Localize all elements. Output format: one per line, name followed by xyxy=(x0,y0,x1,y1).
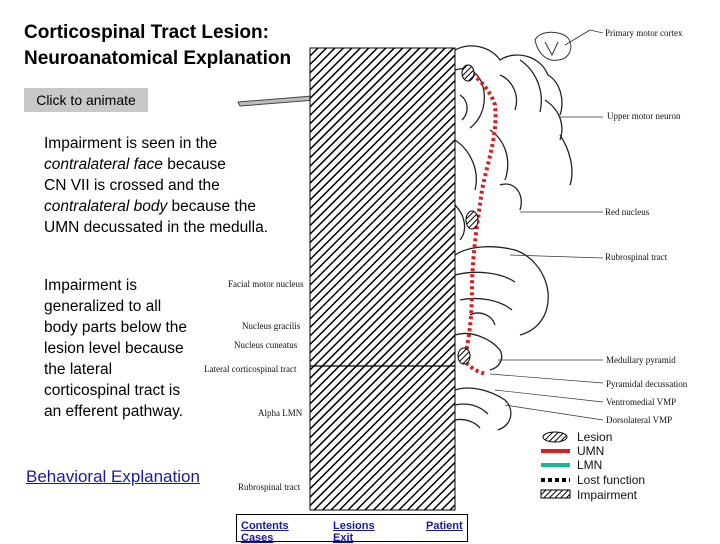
explanation2-line7: an efferent pathway. xyxy=(44,403,184,420)
legend-impairment: Impairment xyxy=(577,488,638,502)
label-rubrospinal-tract-bottom: Rubrospinal tract xyxy=(238,482,301,492)
explanation1-line1: Impairment is seen in the xyxy=(44,135,218,152)
legend-symbols xyxy=(540,431,571,499)
page-title-line1: Corticospinal Tract Lesion: xyxy=(24,22,269,43)
lesion-marker-cortex xyxy=(461,64,475,82)
explanation2-line6: corticospinal tract is xyxy=(44,382,181,399)
label-lateral-corticospinal-tract: Lateral corticospinal tract xyxy=(204,364,297,374)
legend-lmn: LMN xyxy=(577,458,603,472)
explanation1-line3: CN VII is crossed and the xyxy=(44,177,220,194)
label-medullary-pyramid: Medullary pyramid xyxy=(606,355,676,365)
page-title: Corticospinal Tract Lesion: Neuroanatomi… xyxy=(24,20,384,72)
lesion-marker-midbrain xyxy=(465,210,479,230)
label-facial-motor-nucleus: Facial motor nucleus xyxy=(228,279,304,289)
label-nucleus-gracilis: Nucleus gracilis xyxy=(242,321,301,331)
legend-umn: UMN xyxy=(577,444,605,458)
label-red-nucleus: Red nucleus xyxy=(605,207,650,217)
label-rubrospinal-tract-top: Rubrospinal tract xyxy=(605,252,668,262)
lesion-marker-medulla xyxy=(457,347,471,365)
impairment-region-upper xyxy=(309,47,456,367)
label-ventromedial-vmp: Ventromedial VMP xyxy=(606,397,677,407)
explanation1-because-the: because the xyxy=(167,198,256,215)
explanation2-line4: lesion level because xyxy=(44,340,184,357)
animate-button[interactable]: Click to animate xyxy=(24,88,148,112)
legend-lesion: Lesion xyxy=(577,430,613,444)
brainstem-outline xyxy=(454,246,549,371)
cortex-thumbnail xyxy=(534,29,591,61)
explanation1-line5: UMN decussated in the medulla. xyxy=(44,219,269,236)
label-alpha-lmn: Alpha LMN xyxy=(258,408,303,418)
explanation-paragraph-1: Impairment is seen in the contralateral … xyxy=(44,133,314,238)
nav-contents-link[interactable]: Contents xyxy=(241,520,289,532)
behavioral-explanation-link[interactable]: Behavioral Explanation xyxy=(26,467,200,486)
explanation1-contralateral-face: contralateral face xyxy=(44,156,163,173)
explanation-paragraph-2: Impairment is generalized to all body pa… xyxy=(44,275,224,422)
explanation2-line1: Impairment is xyxy=(44,277,138,294)
leader-lines xyxy=(489,29,604,421)
explanation1-because: because xyxy=(162,156,226,173)
label-nucleus-cuneatus: Nucleus cuneatus xyxy=(234,340,298,350)
impairment-region-lower xyxy=(309,365,456,511)
label-upper-motor-neuron: Upper motor neuron xyxy=(607,111,681,121)
nav-lesions-link[interactable]: Lesions xyxy=(333,520,375,532)
spinal-cord-outline xyxy=(454,387,512,431)
label-dorsolateral-vmp: Dorsolateral VMP xyxy=(606,415,673,425)
nav-patient-link[interactable]: Patient xyxy=(426,520,463,532)
nav-bar xyxy=(236,514,468,542)
legend-lost-function: Lost function xyxy=(577,473,646,487)
nav-exit-link[interactable]: Exit xyxy=(333,532,354,544)
label-pyramidal-decussation: Pyramidal decussation xyxy=(606,379,688,389)
explanation2-line5: the lateral xyxy=(44,361,113,378)
label-primary-motor-cortex: Primary motor cortex xyxy=(605,28,683,38)
nav-cases-link[interactable]: Cases xyxy=(241,532,274,544)
explanation2-line2: generalized to all xyxy=(44,298,162,315)
explanation2-line3: body parts below the xyxy=(44,319,188,336)
page-title-line2: Neuroanatomical Explanation xyxy=(24,48,292,69)
explanation1-contralateral-body: contralateral body xyxy=(44,198,168,215)
